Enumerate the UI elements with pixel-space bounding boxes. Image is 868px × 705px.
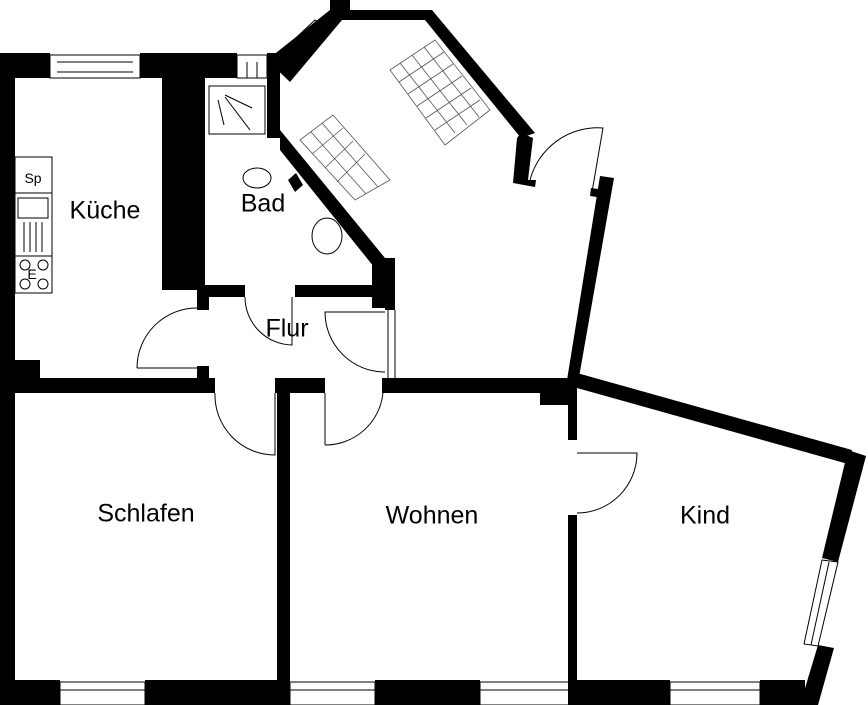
- room-label-flur: Flur: [265, 314, 309, 343]
- shower-tray: [208, 85, 266, 135]
- toilet: [242, 167, 272, 189]
- dishwasher-label: Sp: [24, 170, 42, 186]
- room-label-bad: Bad: [240, 189, 286, 218]
- washbasin: [311, 217, 343, 255]
- room-label-kueche: Küche: [69, 196, 141, 225]
- room-label-wohnen: Wohnen: [385, 501, 479, 530]
- stairs: [299, 39, 491, 201]
- windows: [49, 19, 839, 705]
- kitchen-fixtures: [14, 156, 53, 294]
- doors: [136, 127, 638, 514]
- room-label-schlafen: Schlafen: [97, 499, 195, 528]
- stove-label: E: [27, 266, 37, 282]
- bathroom-fixtures: [208, 85, 343, 255]
- room-label-kind: Kind: [679, 501, 731, 530]
